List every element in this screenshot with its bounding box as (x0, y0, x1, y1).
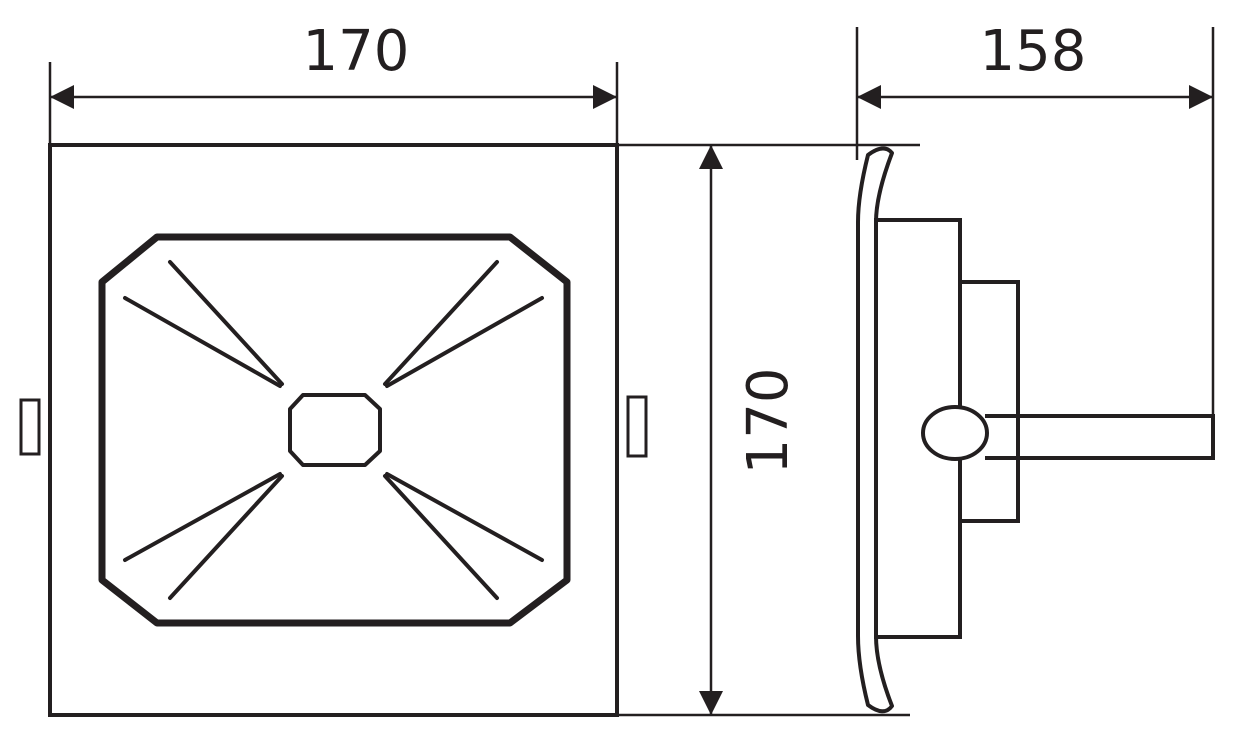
height-dimension-label: 170 (736, 368, 801, 475)
led-chip (288, 393, 382, 467)
housing-outline (48, 143, 619, 717)
dimension-lines (48, 27, 1215, 717)
front-glass-profile (856, 146, 894, 714)
left-mounting-tab (19, 398, 41, 456)
right-mounting-tab (626, 395, 648, 458)
reflector-outline (98, 233, 571, 627)
front-view (19, 143, 648, 717)
side-view (856, 146, 1215, 714)
rear-bracket (958, 280, 1020, 523)
depth-dimension-label: 158 (980, 19, 1087, 84)
reflector-ridge-lines (123, 260, 544, 600)
mounting-arm (985, 414, 1215, 460)
pivot-knob (921, 405, 989, 461)
width-dimension-label: 170 (303, 19, 410, 84)
